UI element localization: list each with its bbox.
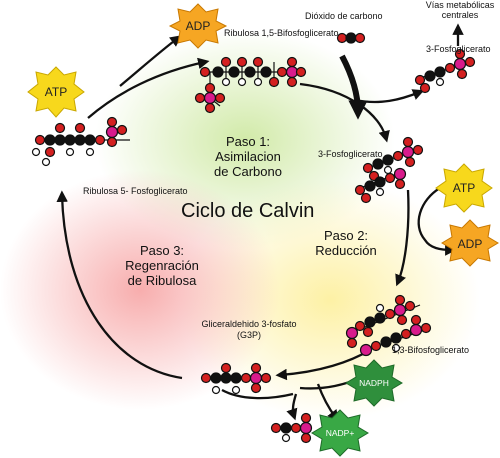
diagram-title: Ciclo de Calvin — [181, 200, 315, 222]
background-glow — [0, 30, 480, 420]
metabolic-pathways-label: Vías metabólicas centrales — [420, 0, 500, 20]
arrow-atp-in — [417, 187, 457, 256]
metabolic-line2: centrales — [441, 10, 479, 20]
adp-right-label: ADP — [458, 237, 483, 251]
atp-left-badge: ATP — [27, 66, 85, 118]
nadp-badge: NADP+ — [311, 409, 369, 457]
step3-label: Paso 3: Regenración de Ribulosa — [114, 243, 210, 288]
adp-top-badge: ADP — [168, 3, 228, 49]
atp-left-star — [27, 66, 85, 118]
molecule-co2 — [336, 32, 366, 44]
rubp-label: Ribulosa 1,5-Bifosfoglicerato — [224, 28, 339, 38]
atp-left-label: ATP — [45, 85, 67, 99]
step1-line3: de Carbono — [214, 164, 282, 179]
nadph-star — [345, 359, 403, 407]
g3p-line1: Gliceraldehido 3-fosfato — [201, 319, 297, 329]
nadp-star — [311, 409, 369, 457]
step2-line1: Paso 2: — [323, 228, 369, 243]
step2-line2: Reducción — [315, 243, 377, 258]
arrow-g3p-to-ru5p — [56, 190, 183, 380]
molecule-bpg-2 — [359, 314, 432, 357]
nadp-label: NADP+ — [326, 428, 355, 438]
atp-right-star — [435, 163, 493, 213]
step3-line3: de Ribulosa — [127, 273, 197, 288]
g3p-line2: (G3P) — [236, 330, 261, 340]
step1-line1: Paso 1: — [225, 134, 271, 149]
molecule-pga-export — [414, 48, 476, 94]
adp-right-badge: ADP — [441, 219, 499, 267]
metabolic-line1: Vías metabólicas — [425, 0, 495, 10]
arrow-co2-in — [339, 54, 368, 120]
molecule-rubp — [194, 56, 307, 114]
step3-line1: Paso 3: — [139, 243, 185, 258]
arrow-g3p-out — [221, 388, 294, 400]
pga-export-label: 3-Fosfoglicerato — [426, 44, 491, 54]
step2-label: Paso 2: Reducción — [303, 228, 389, 258]
pga-label: 3-Fosfoglicerato — [318, 149, 383, 159]
arrow-pga-to-bpg — [395, 189, 410, 287]
molecule-g3p — [200, 362, 272, 395]
arrow-atp-to-adp — [119, 35, 182, 87]
molecule-pga-1 — [362, 136, 424, 182]
atp-right-badge: ATP — [435, 163, 493, 213]
adp-right-star — [441, 219, 499, 267]
molecule-ru5p — [31, 116, 130, 167]
bpg-label: 1,3-Bifosfoglicerato — [392, 345, 470, 355]
ru5p-label: Ribulosa 5- Fosfoglicerato — [83, 186, 188, 196]
step1-line2: Asimilacion — [215, 149, 281, 164]
adp-top-label: ADP — [186, 19, 211, 33]
atp-right-label: ATP — [453, 181, 475, 195]
co2-label: Dióxido de carbono — [305, 11, 383, 21]
step3-line2: Regenración — [125, 258, 199, 273]
g3p-label: Gliceraldehido 3-fosfato (G3P) — [189, 319, 309, 341]
nadph-label: NADPH — [359, 378, 389, 388]
molecule-pga-2 — [354, 167, 407, 204]
nadph-badge: NADPH — [345, 359, 403, 407]
molecule-g3p-export — [270, 412, 313, 444]
adp-top-star — [168, 3, 228, 49]
step1-label: Paso 1: Asimilacion de Carbono — [200, 134, 296, 179]
arrow-g3p-export — [286, 393, 298, 421]
arrow-ru5p-to-rubp — [87, 57, 210, 119]
molecule-bpg-1 — [345, 294, 421, 349]
